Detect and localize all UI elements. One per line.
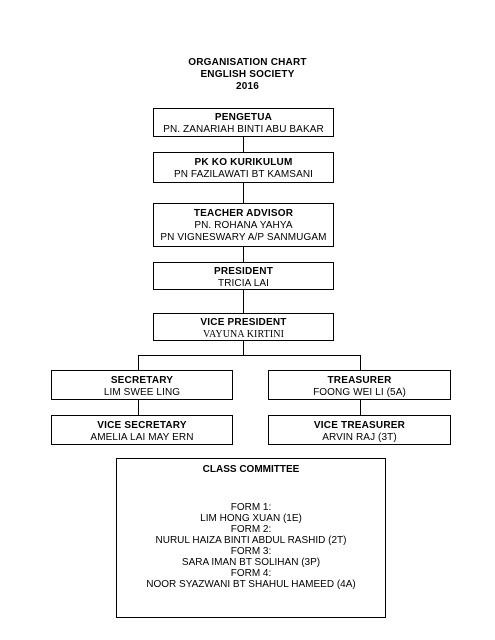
box-pengetua: PENGETUA PN. ZANARIAH BINTI ABU BAKAR — [153, 108, 334, 137]
pengetua-role: PENGETUA — [214, 112, 273, 123]
teacher-advisor-role: TEACHER ADVISOR — [193, 208, 294, 219]
pk-ko-name: PN FAZILAWATI BT KAMSANI — [173, 169, 314, 180]
chart-title-line1: ORGANISATION CHART — [188, 57, 307, 68]
connector-president-vp — [243, 289, 244, 313]
class-committee-line: FORM 3: — [230, 546, 272, 557]
secretary-role: SECRETARY — [110, 375, 174, 386]
box-vice-treasurer: VICE TREASURER ARVIN RAJ (3T) — [268, 415, 451, 445]
treasurer-name: FOONG WEI LI (5A) — [313, 387, 406, 398]
class-committee-line: LIM HONG XUAN (1E) — [200, 513, 302, 524]
connector-pk-advisor — [243, 183, 244, 203]
secretary-name: LIM SWEE LING — [103, 387, 181, 398]
box-treasurer: TREASURER FOONG WEI LI (5A) — [268, 370, 451, 400]
chart-title: ORGANISATION CHART ENGLISH SOCIETY 2016 — [0, 57, 495, 93]
class-committee-list: FORM 1: LIM HONG XUAN (1E) FORM 2: NURUL… — [117, 502, 385, 590]
box-vice-secretary: VICE SECRETARY AMELIA LAI MAY ERN — [51, 415, 233, 445]
pengetua-name: PN. ZANARIAH BINTI ABU BAKAR — [163, 124, 324, 135]
vice-treasurer-name: ARVIN RAJ (3T) — [322, 432, 397, 443]
box-vice-president: VICE PRESIDENT VAYUNA KIRTINI — [153, 313, 334, 341]
vice-president-role: VICE PRESIDENT — [200, 317, 287, 328]
box-class-committee: CLASS COMMITTEE FORM 1: LIM HONG XUAN (1… — [116, 458, 386, 618]
connector-branch-secretary — [138, 355, 139, 370]
teacher-advisor-name-2: PN VIGNESWARY A/P SANMUGAM — [160, 232, 327, 243]
connector-vp-branch — [243, 340, 244, 355]
vice-treasurer-role: VICE TREASURER — [313, 420, 406, 431]
class-committee-line: FORM 2: — [230, 524, 272, 535]
pk-ko-role: PK KO KURIKULUM — [194, 157, 293, 168]
connector-secretary-vice — [138, 400, 139, 415]
connector-branch-treasurer — [360, 355, 361, 370]
president-role: PRESIDENT — [213, 266, 274, 277]
vice-secretary-role: VICE SECRETARY — [97, 420, 187, 431]
connector-branch-horizontal — [138, 355, 361, 356]
treasurer-role: TREASURER — [327, 375, 392, 386]
class-committee-title: CLASS COMMITTEE — [202, 464, 300, 475]
vice-secretary-name: AMELIA LAI MAY ERN — [90, 432, 194, 443]
connector-treasurer-vice — [360, 400, 361, 415]
teacher-advisor-name-1: PN. ROHANA YAHYA — [194, 220, 293, 231]
class-committee-line: NOOR SYAZWANI BT SHAHUL HAMEED (4A) — [146, 579, 356, 590]
box-president: PRESIDENT TRICIA LAI — [153, 262, 334, 290]
connector-advisor-president — [243, 247, 244, 262]
class-committee-line: NURUL HAIZA BINTI ABDUL RASHID (2T) — [155, 535, 347, 546]
chart-title-line2: ENGLISH SOCIETY — [200, 69, 295, 80]
box-pk-ko-kurikulum: PK KO KURIKULUM PN FAZILAWATI BT KAMSANI — [153, 152, 334, 183]
box-teacher-advisor: TEACHER ADVISOR PN. ROHANA YAHYA PN VIGN… — [153, 203, 334, 247]
chart-title-line3: 2016 — [235, 81, 260, 92]
class-committee-line: FORM 1: — [230, 502, 272, 513]
class-committee-line: FORM 4: — [230, 568, 272, 579]
box-secretary: SECRETARY LIM SWEE LING — [51, 370, 233, 400]
president-name: TRICIA LAI — [217, 278, 269, 289]
vice-president-name: VAYUNA KIRTINI — [202, 329, 285, 340]
connector-pengetua-pk — [243, 136, 244, 152]
class-committee-line: SARA IMAN BT SOLIHAN (3P) — [181, 557, 321, 568]
